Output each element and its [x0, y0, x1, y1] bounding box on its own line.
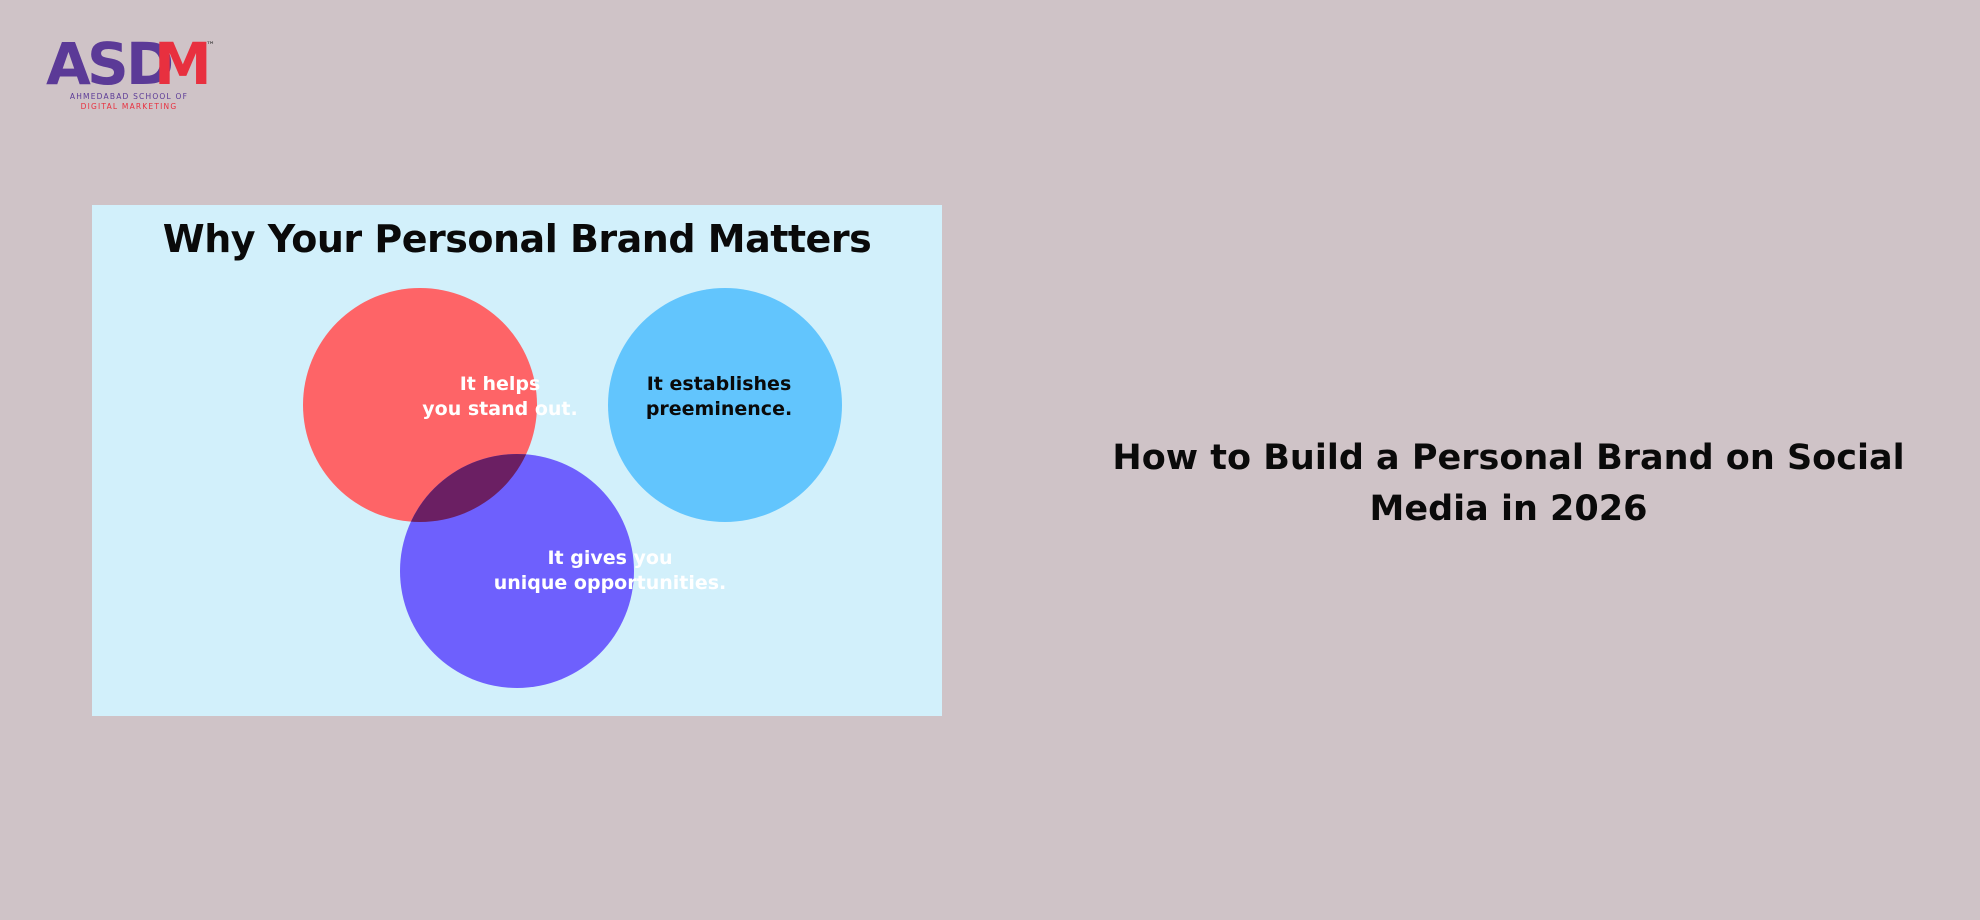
- asdm-logo-graphic: A S D M ™ AHMEDABAD SCHOOL OF DIGITAL MA…: [46, 30, 215, 111]
- venn-label-preeminence-line-2: preeminence.: [645, 398, 793, 420]
- logo-letter-s: S: [87, 30, 126, 98]
- asdm-logo[interactable]: A S D M ™ AHMEDABAD SCHOOL OF DIGITAL MA…: [38, 28, 228, 116]
- logo-letter-m: M: [154, 30, 209, 98]
- logo-line-1: AHMEDABAD SCHOOL OF: [70, 92, 188, 101]
- logo-line-2: DIGITAL MARKETING: [81, 102, 178, 111]
- venn-label-opportunities-line-1: It gives you: [547, 547, 673, 569]
- page-headline: How to Build a Personal Brand on Social …: [1112, 438, 1905, 529]
- venn-label-stand-out-line-2: you stand out.: [422, 398, 578, 420]
- venn-diagram: [303, 288, 842, 688]
- venn-title: Why Your Personal Brand Matters: [162, 217, 872, 261]
- logo-letter-d: D: [126, 30, 172, 98]
- venn-label-stand-out: It helps you stand out.: [402, 372, 598, 422]
- venn-label-preeminence-line-1: It establishes: [646, 373, 792, 395]
- logo-trademark: ™: [206, 41, 215, 51]
- venn-label-opportunities: It gives you unique opportunities.: [487, 546, 733, 596]
- venn-label-preeminence: It establishes preeminence.: [619, 372, 819, 422]
- venn-diagram-card: Why Your Personal Brand Matters It helps…: [92, 205, 942, 716]
- venn-label-opportunities-line-2: unique opportunities.: [493, 572, 727, 594]
- venn-label-stand-out-line-1: It helps: [459, 373, 541, 395]
- venn-circle-preeminence: [608, 288, 842, 522]
- logo-letter-a: A: [46, 30, 91, 98]
- venn-overlap-red-purple: [400, 454, 537, 522]
